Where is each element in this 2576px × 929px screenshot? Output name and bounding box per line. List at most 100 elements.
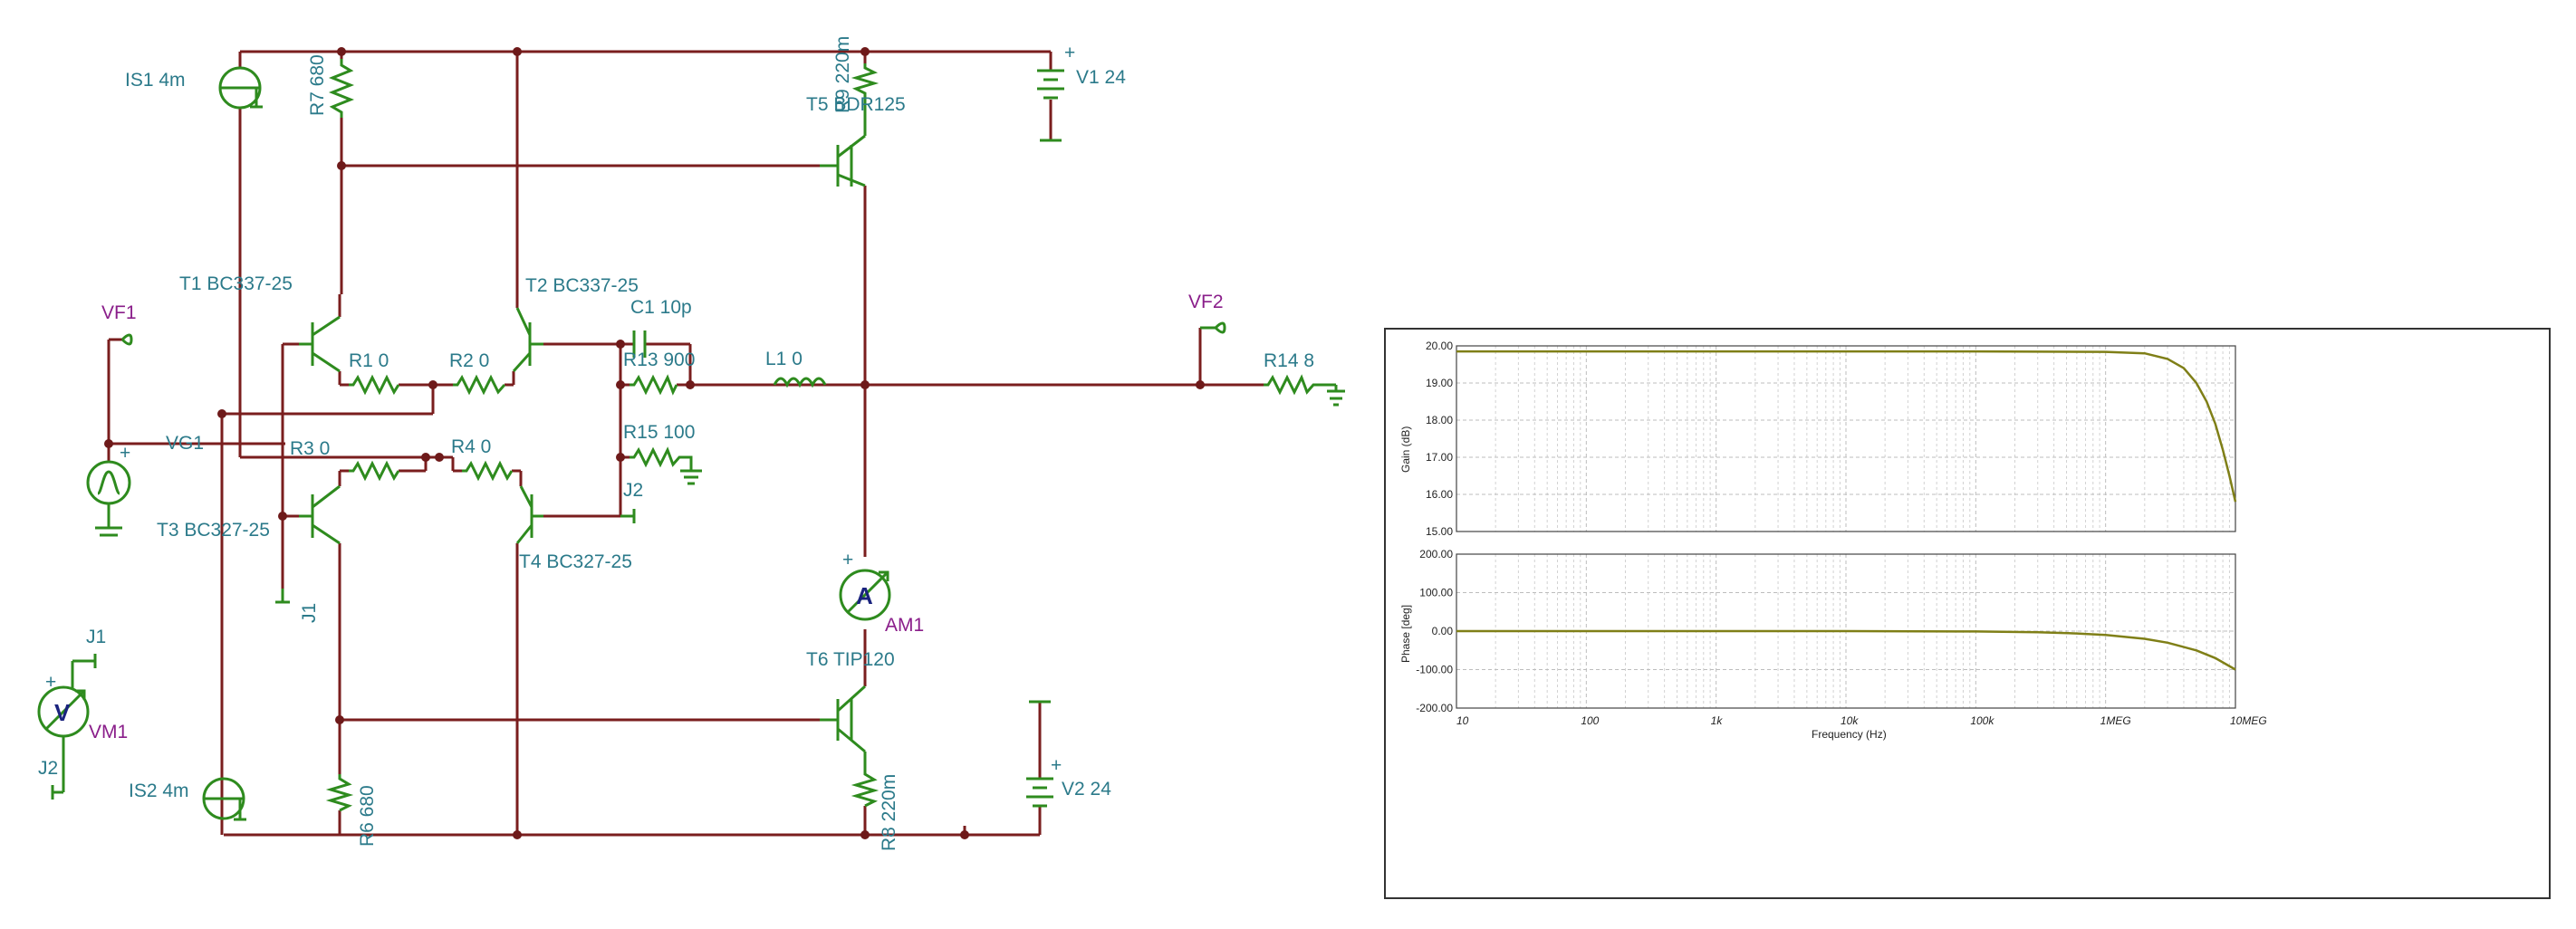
current-source-is1[interactable]: IS1 4m <box>125 66 263 110</box>
r9-label: R9 220m <box>832 36 853 113</box>
x-tick-label: 1k <box>1711 714 1724 727</box>
vm1-label: VM1 <box>89 722 128 742</box>
l1-label: L1 0 <box>765 349 803 369</box>
x-tick-label: 10MEG <box>2230 714 2267 727</box>
phase-tick-label: -100.00 <box>1416 664 1453 676</box>
r2-label: R2 0 <box>449 350 489 371</box>
resistor-r1[interactable]: R1 0 <box>349 350 400 396</box>
v2-label: V2 24 <box>1062 779 1111 800</box>
transistor-t4[interactable]: T4 BC327-25 <box>515 485 632 572</box>
vf1-label: VF1 <box>101 302 137 323</box>
resistor-r8[interactable]: R8 220m <box>851 752 899 851</box>
transistor-t3[interactable]: T3 BC327-25 <box>157 484 341 545</box>
resistor-r9[interactable]: R9 220m <box>832 36 879 136</box>
x-tick-label: 10 <box>1456 714 1469 727</box>
phase-ylabel: Phase [deg] <box>1399 605 1412 663</box>
phase-series-line <box>1456 629 2236 671</box>
voltmeter-glyph: V <box>54 699 71 726</box>
v2-plus: + <box>1051 755 1062 776</box>
r15-label: R15 100 <box>623 422 695 443</box>
am1-label: AM1 <box>885 615 924 636</box>
gain-ylabel: Gain (dB) <box>1399 426 1412 473</box>
j2-mid-label: J2 <box>623 480 643 501</box>
vm1-plus: + <box>45 672 56 693</box>
gain-tick-label: 18.00 <box>1426 414 1453 426</box>
r1-label: R1 0 <box>349 350 389 371</box>
resistor-r13[interactable]: R13 900 <box>623 350 695 396</box>
r8-label: R8 220m <box>879 774 899 851</box>
wires <box>107 50 1264 837</box>
circuit-schematic: IS1 4m R7 680 R9 220m T5 BDR125 + V1 24 … <box>37 36 1345 851</box>
r13-label: R13 900 <box>623 350 695 370</box>
xlabel: Frequency (Hz) <box>1812 728 1887 741</box>
r6-label: R6 680 <box>357 785 378 847</box>
t6-label: T6 TIP120 <box>806 649 895 670</box>
current-source-is2[interactable]: IS2 4m <box>129 777 246 821</box>
t2-label: T2 BC337-25 <box>525 275 639 296</box>
t1-label: T1 BC337-25 <box>179 273 293 294</box>
r4-label: R4 0 <box>451 436 491 457</box>
inductor-l1[interactable]: L1 0 <box>765 349 827 388</box>
vm1-j1-label: J1 <box>86 627 106 647</box>
battery-v2[interactable]: + V2 24 <box>1026 700 1111 808</box>
capacitor-c1[interactable]: C1 10p <box>630 297 692 358</box>
v1-plus: + <box>1064 43 1075 63</box>
transistor-t5[interactable]: T5 BDR125 <box>806 94 906 187</box>
voltmeter-vm1[interactable]: V + VM1 J1 J2 <box>37 627 128 800</box>
jumper-j1-mid[interactable]: J1 <box>275 589 320 623</box>
voltage-probe-vf1[interactable]: VF1 <box>101 302 137 346</box>
gain-tick-label: 16.00 <box>1426 488 1453 501</box>
transistor-t2[interactable]: T2 BC337-25 <box>512 275 639 373</box>
am1-plus: + <box>842 550 853 570</box>
t4-label: T4 BC327-25 <box>519 551 632 572</box>
vm1-j2-label: J2 <box>38 758 58 779</box>
vg1-label: VG1 <box>166 433 204 454</box>
resistor-r2[interactable]: R2 0 <box>449 350 506 396</box>
gain-tick-label: 17.00 <box>1426 451 1453 464</box>
x-tick-label: 100k <box>1970 714 1994 727</box>
phase-panel: 200.00 100.00 0.00 -100.00 -200.00 Phase [de… <box>1399 548 2236 714</box>
battery-v1[interactable]: + V1 24 <box>1037 43 1126 142</box>
jumper-j2-mid[interactable]: J2 <box>620 480 643 523</box>
resistor-r3[interactable]: R3 0 <box>290 438 400 482</box>
resistor-r14[interactable]: R14 8 <box>1264 350 1345 407</box>
gain-tick-label: 20.00 <box>1426 340 1453 352</box>
phase-tick-label: 0.00 <box>1432 625 1454 637</box>
vf2-label: VF2 <box>1188 292 1224 312</box>
phase-tick-label: 200.00 <box>1419 548 1453 560</box>
resistor-r4[interactable]: R4 0 <box>451 436 514 482</box>
ammeter-am1[interactable]: A + AM1 <box>839 550 924 636</box>
signal-generator-vg1[interactable]: + VG1 <box>86 433 204 537</box>
resistor-r15[interactable]: R15 100 <box>623 422 702 485</box>
transistor-t1[interactable]: T1 BC337-25 <box>179 273 341 373</box>
gain-series-line <box>1456 350 2237 503</box>
gain-tick-label: 15.00 <box>1426 525 1453 538</box>
x-tick-label: 100 <box>1581 714 1599 727</box>
is1-label: IS1 4m <box>125 70 186 91</box>
v1-label: V1 24 <box>1076 67 1126 88</box>
is2-label: IS2 4m <box>129 781 189 801</box>
r7-label: R7 680 <box>307 54 328 116</box>
x-ticks: 10 100 1k 10k 100k 1MEG 10MEG <box>1456 714 2267 727</box>
resistor-r6[interactable]: R6 680 <box>325 774 378 847</box>
t3-label: T3 BC327-25 <box>157 520 270 541</box>
voltage-probe-vf2[interactable]: VF2 <box>1188 292 1226 334</box>
j1-mid-label: J1 <box>299 603 320 623</box>
phase-tick-label: 100.00 <box>1419 587 1453 599</box>
resistor-r7[interactable]: R7 680 <box>307 54 355 118</box>
r3-label: R3 0 <box>290 438 330 459</box>
phase-tick-label: -200.00 <box>1416 702 1453 714</box>
ammeter-glyph: A <box>856 582 873 609</box>
vg1-plus: + <box>120 443 130 464</box>
gain-grid <box>1456 345 2236 532</box>
x-tick-label: 1MEG <box>2100 714 2131 727</box>
transistor-t6[interactable]: T6 TIP120 <box>806 649 895 753</box>
c1-label: C1 10p <box>630 297 692 318</box>
phase-y-ticks: 200.00 100.00 0.00 -100.00 -200.00 <box>1416 548 1453 714</box>
junction-dots <box>104 47 1205 839</box>
x-tick-label: 10k <box>1841 714 1859 727</box>
